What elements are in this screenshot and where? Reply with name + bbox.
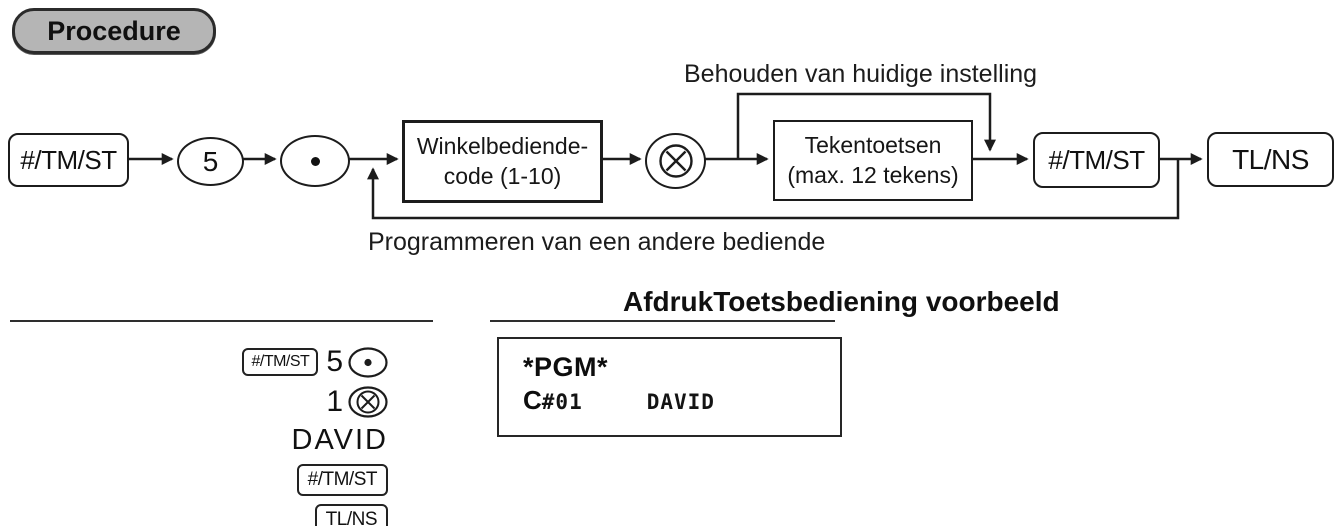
key-sequence-row: TL/NS [314, 504, 388, 526]
character-keys-box: Tekentoetsen (max. 12 tekens) [773, 120, 973, 201]
flow-key-tmst-2: #/TM/ST [1033, 132, 1160, 188]
key-sequence-row: #/TM/ST 5 [242, 345, 388, 379]
seq-text-david: DAVID [291, 424, 388, 456]
decimal-point-key-icon-small [348, 346, 388, 378]
receipt-mode-line: *PGM* [523, 352, 609, 382]
clerk-code-line2: code (1-10) [443, 162, 562, 189]
multiply-key-icon [645, 133, 706, 189]
key-sequence-example: #/TM/ST 5 1 DAVID #/TM/ST [0, 345, 388, 526]
procedure-heading-label: Procedure [47, 15, 181, 46]
clerk-code-box: Winkelbediende- code (1-10) [402, 120, 603, 203]
flow-key-tmst-label: #/TM/ST [20, 144, 117, 175]
key-sequence-row: 1 [326, 385, 388, 419]
key-sequence-row: #/TM/ST [296, 464, 388, 496]
flow-key-5-label: 5 [202, 145, 219, 177]
multiply-glyph [658, 144, 693, 178]
program-other-clerk-label: Programmeren van een andere bediende [368, 228, 826, 256]
flow-key-5: 5 [177, 137, 244, 186]
flow-key-tmst: #/TM/ST [8, 133, 129, 187]
receipt-clerk-code: #01 [541, 390, 583, 414]
print-example-title: AfdrukToetsbediening voorbeeld [623, 286, 1060, 317]
seq-key-tlns: TL/NS [314, 504, 388, 526]
seq-key-tmst-2-label: #/TM/ST [307, 469, 378, 490]
decimal-point-dot [310, 156, 320, 166]
keep-setting-label: Behouden van huidige instelling [684, 60, 1038, 88]
character-keys-line1: Tekentoetsen [804, 132, 942, 159]
seq-key-tmst-label: #/TM/ST [251, 353, 310, 370]
flow-connectors [128, 92, 1203, 220]
seq-digit-1: 1 [326, 385, 343, 418]
seq-digit-5: 5 [326, 345, 343, 378]
print-example-divider [490, 320, 835, 322]
seq-key-tmst-2: #/TM/ST [296, 464, 388, 496]
loop-program-other-clerk-line [367, 159, 1180, 220]
bypass-keep-setting-line [736, 92, 996, 159]
decimal-point-key-icon [280, 135, 350, 187]
key-sequence-row: DAVID [292, 424, 388, 457]
left-column-divider [10, 320, 433, 322]
multiply-key-icon-small [348, 386, 388, 418]
flow-key-tmst-2-label: #/TM/ST [1048, 144, 1145, 175]
seq-key-tmst: #/TM/ST [242, 348, 319, 376]
receipt-clerk-line: C #01 DAVID [523, 385, 840, 416]
procedure-heading-pill: Procedure [12, 8, 216, 54]
flow-key-tlns-label: TL/NS [1232, 143, 1309, 175]
receipt-clerk-name: DAVID [646, 390, 715, 414]
flow-key-tlns: TL/NS [1207, 132, 1334, 187]
receipt-clerk-prefix: C [523, 385, 542, 415]
receipt-print-example: *PGM* C #01 DAVID [497, 337, 842, 437]
clerk-code-line1: Winkelbediende- [416, 133, 589, 160]
seq-key-tlns-label: TL/NS [325, 509, 378, 526]
character-keys-line2: (max. 12 tekens) [787, 161, 959, 188]
